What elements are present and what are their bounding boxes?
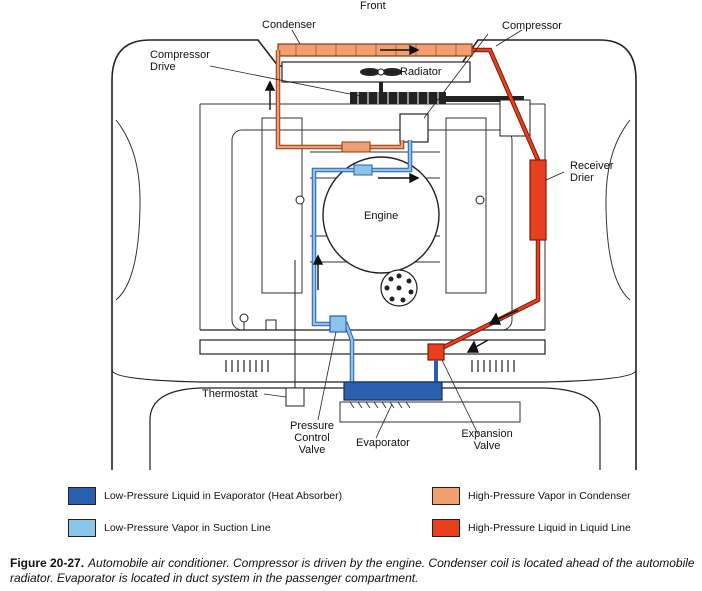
engine-bolt-right	[475, 195, 485, 205]
label-compressor-drive: Compressor Drive	[150, 49, 210, 73]
evaporator-shape	[343, 381, 443, 401]
firewall-accessories	[239, 313, 277, 331]
ac-system-diagram	[111, 29, 637, 470]
vent-slots	[225, 360, 515, 372]
evaporator-fins	[349, 401, 411, 409]
engine-shape	[322, 156, 440, 274]
legend-label: High-Pressure Vapor in Condenser	[468, 490, 631, 502]
figure-caption: Figure 20-27.Automobile air conditioner.…	[10, 556, 698, 586]
label-radiator: Radiator	[400, 66, 442, 78]
legend-label: Low-Pressure Liquid in Evaporator (Heat …	[104, 490, 343, 502]
belt	[440, 96, 524, 102]
label-front: Front	[360, 0, 386, 12]
label-receiver-drier: Receiver Drier	[570, 160, 614, 184]
legend-swatch-high-pressure-vapor	[432, 487, 460, 505]
pressure-control-valve-shape	[329, 315, 347, 333]
discharge-line-fill	[276, 50, 404, 149]
caption-label: Figure 20-27.	[10, 556, 85, 570]
legend-item: High-Pressure Vapor in Condenser	[432, 486, 631, 506]
suction-line-fill	[312, 140, 412, 384]
fan-icon	[360, 68, 402, 92]
legend-item: Low-Pressure Vapor in Suction Line	[68, 518, 271, 538]
leader-lines	[209, 29, 565, 439]
dashboard-duct	[339, 401, 521, 423]
distributor	[380, 269, 418, 307]
label-engine: Engine	[364, 210, 399, 222]
label-condenser: Condenser	[262, 19, 316, 31]
flow-arrows	[264, 44, 519, 353]
drive-pulley-teeth	[357, 92, 439, 104]
legend-swatch-high-pressure-liquid	[432, 519, 460, 537]
legend-swatch-low-pressure-liquid	[68, 487, 96, 505]
label-thermostat: Thermostat	[202, 388, 258, 400]
legend-item: Low-Pressure Liquid in Evaporator (Heat …	[68, 486, 342, 506]
label-pressure-control-valve: Pressure Control Valve	[289, 420, 335, 456]
thermostat-shape	[285, 387, 305, 407]
label-expansion-valve: Expansion Valve	[461, 428, 513, 452]
condenser-shape	[277, 43, 473, 57]
label-evaporator: Evaporator	[356, 437, 410, 449]
condenser-fins	[295, 44, 457, 56]
liquid-line	[436, 47, 541, 353]
legend-label: Low-Pressure Vapor in Suction Line	[104, 522, 271, 534]
muffler	[341, 141, 371, 153]
legend-swatch-low-pressure-vapor	[68, 519, 96, 537]
receiver-drier-shape	[529, 159, 547, 241]
caption-text: Automobile air conditioner. Compressor i…	[10, 556, 695, 585]
suction-muffler	[353, 164, 373, 176]
legend-label: High-Pressure Liquid in Liquid Line	[468, 522, 631, 534]
expansion-valve-shape	[427, 343, 445, 361]
engine-bolt-left	[295, 195, 305, 205]
label-compressor: Compressor	[502, 20, 562, 32]
compressor-shape	[399, 113, 429, 143]
legend-item: High-Pressure Liquid in Liquid Line	[432, 518, 631, 538]
